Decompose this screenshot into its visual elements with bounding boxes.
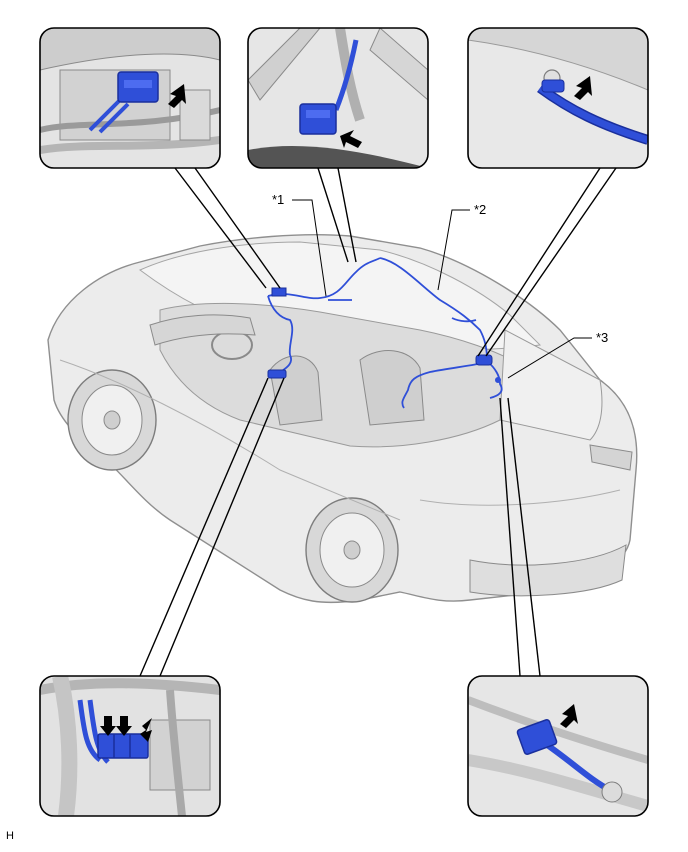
callout-pointers: [292, 199, 592, 379]
triple-connector: [97, 733, 149, 759]
dashboard: [149, 314, 256, 346]
callout-label-3: *3: [596, 330, 608, 345]
connector-rear-upper: [475, 354, 493, 366]
inset-top-left: [39, 27, 221, 169]
front-seat: [269, 355, 323, 426]
inset-top-right: [467, 27, 649, 169]
arrow-icon: [560, 704, 578, 728]
tail-light: [589, 444, 633, 471]
inset-top-middle: [247, 27, 429, 169]
callout-label-1: *1: [272, 192, 284, 207]
connector-blue: [299, 103, 337, 135]
roof-wire-harness: [267, 257, 503, 409]
illustration-code: H: [6, 830, 14, 842]
rear-wheel: [305, 497, 399, 603]
arrow-icon: [140, 718, 152, 742]
arrow-icon: [100, 716, 116, 736]
inset-bottom-right: [467, 675, 649, 817]
arrow-icon: [340, 130, 362, 148]
rear-window: [499, 329, 603, 441]
leader-lines: [139, 167, 617, 677]
arrow-icon: [168, 84, 186, 108]
inset-bottom-left: [39, 675, 221, 817]
arrow-icon: [116, 716, 132, 736]
front-wheel: [67, 369, 157, 471]
callout-label-2: *2: [474, 202, 486, 217]
connector-blue: [516, 719, 558, 755]
rear-bumper: [469, 544, 627, 597]
connector-front-left: [271, 287, 287, 297]
connector-rear-lower: [495, 377, 501, 383]
connector-cowl: [267, 369, 287, 379]
arrow-icon: [574, 76, 592, 100]
rear-seat: [359, 350, 425, 426]
vehicle-illustration: [47, 234, 638, 604]
